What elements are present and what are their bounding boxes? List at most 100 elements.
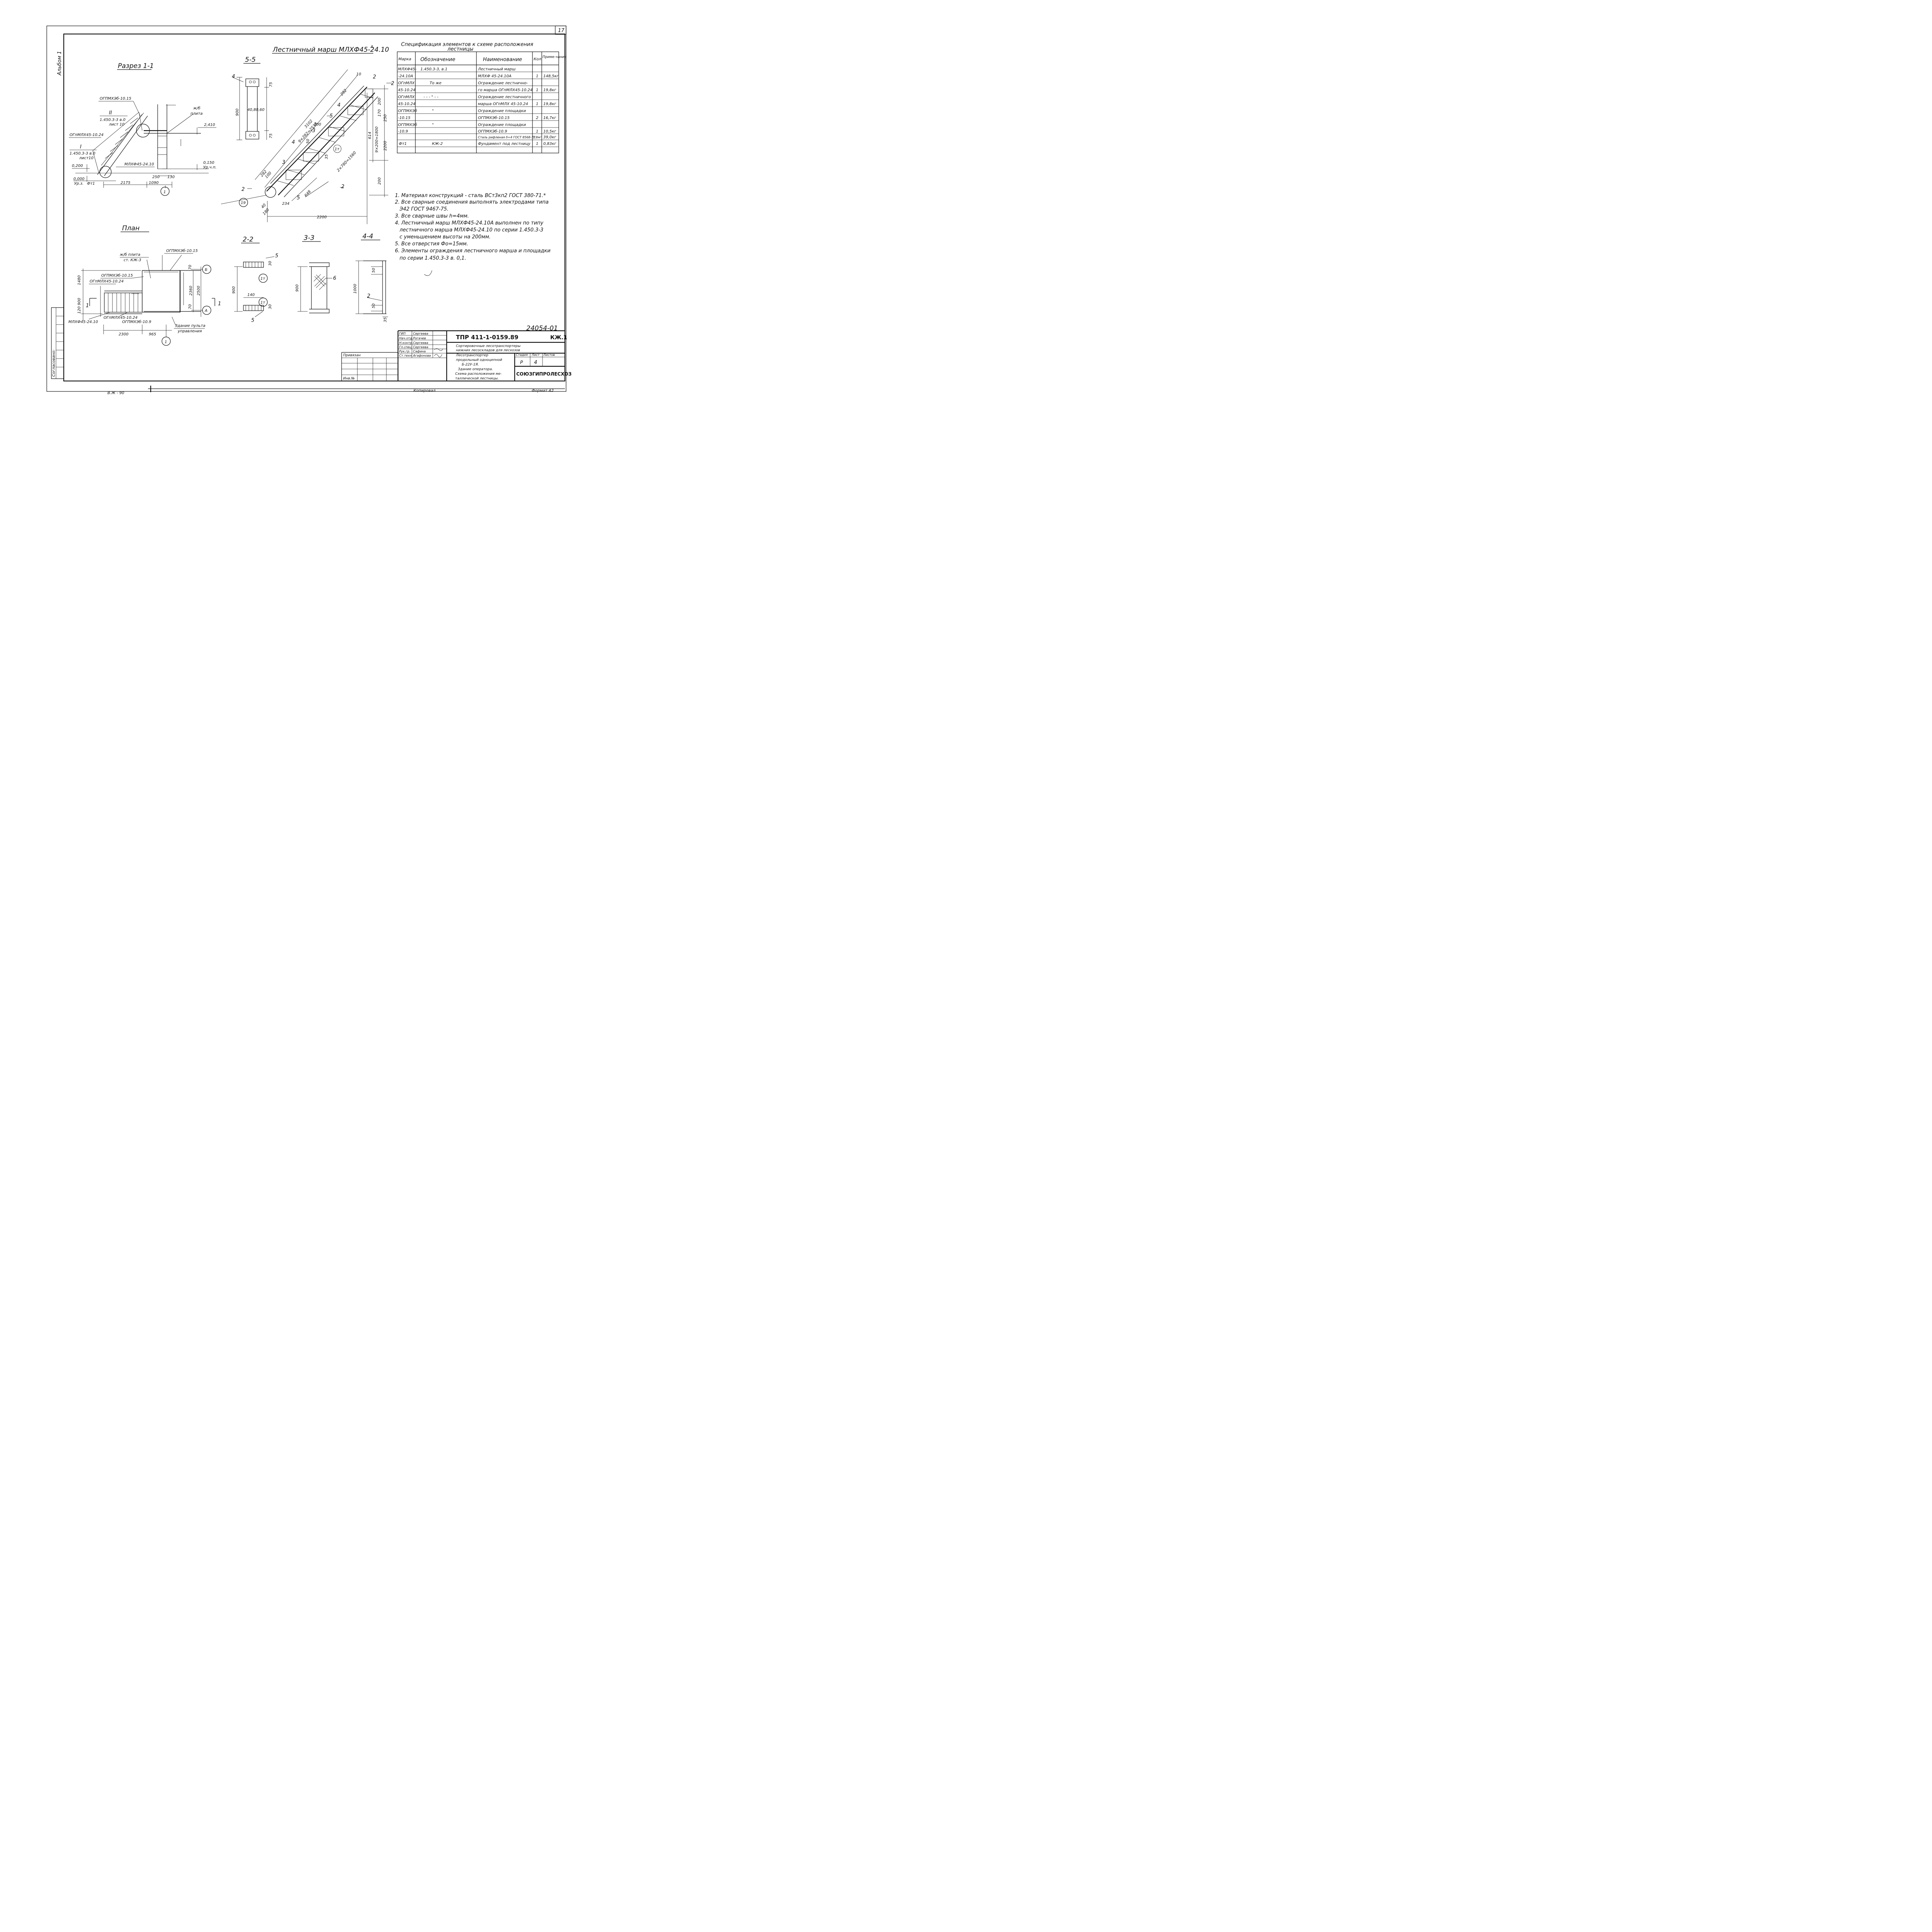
spec-r5-c4: 19,8кг (543, 102, 556, 106)
s22-1t-b: 1т (260, 301, 265, 305)
spec-r2-c1: То же (430, 81, 442, 85)
name-3: Сергеева (413, 345, 428, 349)
spec-r4-c0: ОГпМЛХ (398, 95, 415, 99)
agreed-label: Согласовано: (52, 349, 56, 377)
stair-drawing (221, 69, 392, 224)
name-1: Рогачев (413, 337, 426, 340)
sheet-title-2: Схема расположения ме- (455, 372, 502, 376)
st-p3b: 3 (282, 160, 285, 165)
project-code: ТПР 411-1-0159.89 (456, 334, 519, 341)
plan-d1: 1480 (77, 276, 82, 285)
s11-d1: 2175 (121, 181, 130, 185)
name-2: Сергеева (413, 341, 428, 345)
note-5: 5. Все отверстия Фо=15мм. (395, 241, 468, 247)
s11-l13: Ур.ч.п. (203, 165, 216, 170)
inv-label: Инв.№ (343, 377, 355, 381)
spec-r11-c1: КЖ-2 (432, 142, 443, 146)
spec-r0-c1: 1.450.3-3, в.1 (420, 67, 447, 71)
plan-l9: Здание пульта (175, 324, 206, 328)
plan-title: План (122, 224, 139, 232)
sheet-title-3: таллической лестницы. (455, 377, 499, 381)
spec-r3-c2: го марша ОГпМЛХ45-10.24 (478, 88, 532, 92)
plan-drawing (81, 255, 215, 346)
st-d13: 2200 (317, 215, 327, 219)
sheets-label: Листов (543, 353, 555, 357)
st-p2c: 2 (341, 184, 344, 190)
st-d11: 2×780=1560 (336, 151, 357, 173)
spec-r10-c2: Сталь рифленая δ=4 ГОСТ 8568-77 (478, 136, 536, 139)
st-p3a: 3 (312, 128, 315, 134)
name-5: Агафонова (413, 354, 431, 357)
spec-r5-c2: марша ОГпМЛХ 45-10.24 (478, 102, 528, 106)
drawing-mark: КЖ.1 (550, 335, 567, 341)
stage-label: Стадия (516, 353, 528, 357)
spec-r1-c3: 1 (536, 74, 538, 78)
spec-r9-c3: 1 (536, 129, 538, 134)
object-2: продольный одноцепной (456, 358, 502, 362)
side-label: Альбом 1 (57, 51, 63, 76)
s44-d4: 35 (383, 317, 388, 322)
s11-l6: плита (190, 112, 202, 116)
st-p2a: 2 (373, 74, 376, 80)
copied-label: Копировал (413, 389, 436, 393)
s44-p2: 2 (367, 293, 370, 299)
plan-l10: управления (177, 329, 202, 333)
spec-r6-c2: Ограждение площадки (478, 109, 526, 113)
s11-l4: лист 10 (109, 122, 124, 127)
plan-d8: 2300 (119, 332, 128, 337)
s11-l17: Ур.з. (74, 182, 83, 186)
s44-d2: 50 (372, 268, 376, 273)
signatures: ГИП Нач.отд. Н.контр. Гл.спец. Рук.гр. С… (399, 332, 431, 357)
spec-r1-c0: -24.10А (398, 74, 413, 78)
spec-r2-c0: ОГпМЛХ (398, 81, 415, 85)
plan-d3: 120 (77, 306, 82, 314)
s11-l11: лист10 (79, 156, 94, 160)
plan-d4: 70 (188, 265, 192, 270)
attached-label: Привязан (343, 354, 361, 357)
spec-r0-c0: МЛХФ45- (398, 67, 417, 71)
spec-r6-c1: " (432, 109, 434, 113)
drawing-canvas: 17 Альбом 1 Согласовано: Лестничный марш… (46, 26, 571, 395)
s11-l15: МЛХФ45-24.10 (124, 162, 154, 167)
spec-h-designation: Обозначение (420, 57, 455, 63)
project-name-2: нижних лесоскладов для лесхозов (456, 349, 520, 352)
plan-axis-b: Б (205, 268, 207, 272)
plan-l4: ОГПМХЭб-10.15 (101, 273, 133, 278)
spec-r8-c1: " (432, 123, 434, 127)
st-d23: 19 (241, 201, 246, 205)
main-title: Лестничный марш МЛХФ45-24.10 (272, 46, 389, 54)
spec-r1-c4: 148,5кг (543, 74, 559, 78)
note-1: 1. Материал конструкций - сталь ВСт3кп2 … (395, 193, 546, 199)
role-4: Рук.гр. (399, 350, 410, 353)
plan-d7: 70 (188, 304, 192, 309)
spec-r11-c2: Фундамент под лестницу (478, 142, 531, 146)
spec-r11-c0: Фт1 (399, 142, 407, 146)
note-2: 2. Все сварные соединения выполнять элек… (395, 199, 549, 205)
spec-r11-c3: 1 (536, 142, 538, 146)
s11-d2: 1090 (149, 181, 158, 185)
section-11-title: Разрез 1-1 (118, 62, 154, 70)
spec-table-grid (397, 51, 559, 153)
section-33-drawing (298, 262, 332, 313)
spec-subtitle: лестницы (447, 46, 473, 52)
s11-l1: ОГПМХЭб-10.15 (100, 96, 131, 101)
spec-r4-c2: Ограждение лестничного (478, 95, 531, 99)
plan-cut-right: 1 (218, 301, 221, 307)
section-44-drawing (355, 260, 388, 317)
st-p5b: 5 (297, 195, 300, 201)
st-d20: 35 (325, 154, 329, 159)
st-d6: 170 (378, 109, 382, 117)
s55-dim4: 75 (269, 133, 273, 138)
s11-l10: 1.450.3-3 в.0 (70, 151, 95, 156)
spec-r7-c3: 2 (536, 116, 538, 120)
st-d3: 282 (340, 88, 348, 97)
st-p4b: 4 (292, 139, 295, 145)
s11-l5: ж/б (193, 106, 201, 111)
spec-r2-c2: Ограждение лестнично- (478, 81, 528, 85)
sheet-number: 17 (558, 28, 565, 34)
s11-axis: 1 (163, 190, 166, 194)
s11-l18: Фт1 (87, 182, 95, 186)
s11-d4: 130 (167, 175, 175, 179)
st-p1t: 1т (335, 147, 340, 151)
spec-h-name: Наименование (483, 57, 522, 63)
